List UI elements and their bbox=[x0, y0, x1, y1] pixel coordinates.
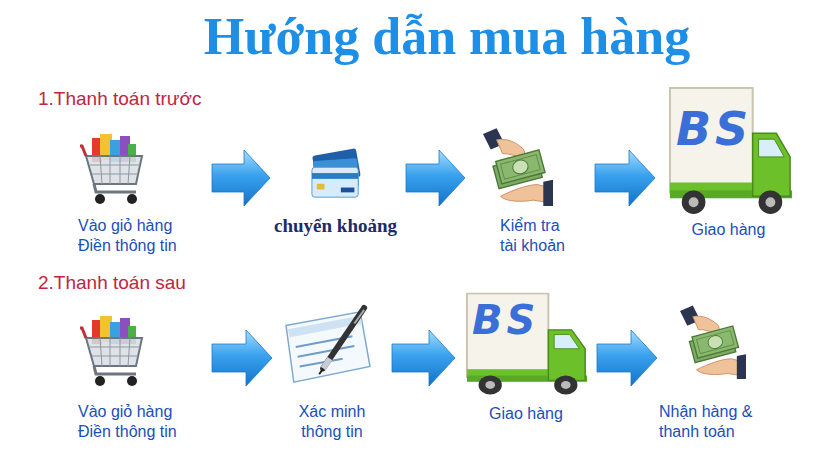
cart-icon bbox=[80, 134, 142, 204]
title-holder: Hướng dẫn mua hàng bbox=[100, 8, 794, 65]
icon-space bbox=[457, 292, 595, 404]
icon-space bbox=[272, 148, 404, 214]
truck-logo: BS bbox=[676, 106, 752, 152]
money-icon bbox=[483, 128, 553, 206]
truck-icon bbox=[670, 88, 792, 214]
truck-icon bbox=[467, 294, 587, 395]
cards-icon bbox=[312, 148, 361, 197]
process-step: Kiểm tra tài khoản bbox=[467, 128, 593, 256]
process-step: Nhận hàng & thanh toán bbox=[659, 302, 769, 442]
flow-arrow bbox=[597, 330, 657, 386]
step-label: Giao hàng bbox=[657, 220, 800, 240]
process-step: chuyển khoảng bbox=[272, 148, 404, 238]
icon-space bbox=[74, 314, 210, 402]
step-label: Kiểm tra tài khoản bbox=[500, 216, 574, 256]
step-label: chuyển khoảng bbox=[274, 214, 402, 238]
step-label: Giao hàng bbox=[457, 404, 595, 424]
process-step: Giao hàng bbox=[457, 292, 595, 424]
truck-logo-holder: BS bbox=[676, 106, 752, 152]
money-icon bbox=[680, 306, 746, 379]
icon-space bbox=[657, 86, 800, 220]
cart-icon bbox=[80, 316, 142, 386]
process-step: Vào giỏ hàng Điền thông tin bbox=[74, 132, 210, 256]
icon-space bbox=[659, 302, 769, 402]
row-heading-holder: 2.Thanh toán sau bbox=[38, 272, 186, 294]
process-step: Giao hàng bbox=[657, 86, 800, 240]
step-label: Vào giỏ hàng Điền thông tin bbox=[78, 216, 198, 256]
flow-arrow bbox=[406, 150, 465, 206]
icon-space bbox=[74, 132, 210, 216]
flow-arrow bbox=[212, 330, 272, 386]
process-step: Vào giỏ hàng Điền thông tin bbox=[74, 314, 210, 442]
flow-arrow bbox=[595, 150, 655, 206]
process-step: Xác minh thông tin bbox=[274, 302, 390, 442]
row-heading: 2.Thanh toán sau bbox=[38, 272, 186, 294]
row-heading: 1.Thanh toán trước bbox=[38, 88, 202, 110]
icon-space bbox=[467, 128, 593, 216]
flow-arrow bbox=[392, 330, 455, 386]
flow-arrow bbox=[212, 150, 270, 206]
step-label: Nhận hàng & thanh toán bbox=[659, 402, 763, 442]
form-icon bbox=[286, 308, 370, 382]
step-label: Xác minh thông tin bbox=[290, 402, 374, 442]
truck-logo: BS bbox=[472, 300, 539, 340]
row-heading-holder: 1.Thanh toán trước bbox=[38, 88, 202, 110]
truck-logo-holder: BS bbox=[472, 300, 539, 340]
icon-space bbox=[274, 302, 390, 402]
title-text: Hướng dẫn mua hàng bbox=[100, 8, 794, 65]
step-label: Vào giỏ hàng Điền thông tin bbox=[78, 402, 198, 442]
